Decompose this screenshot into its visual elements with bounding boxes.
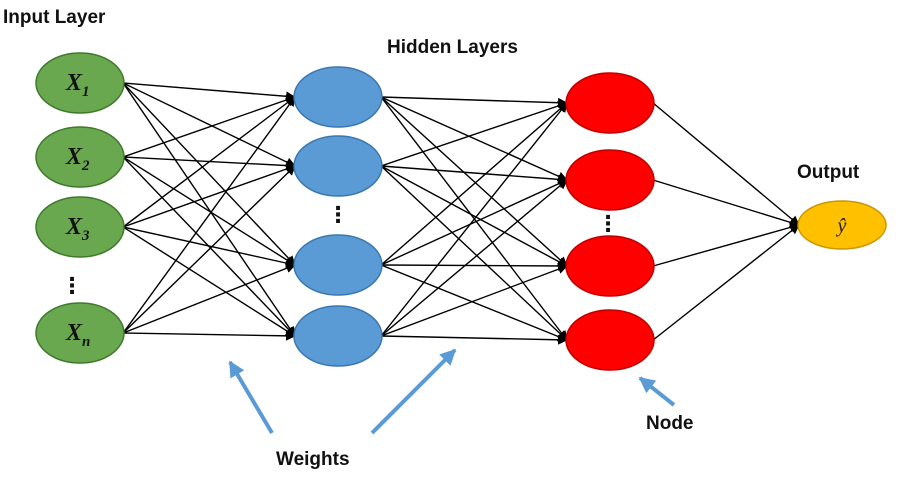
input-node-shape — [35, 302, 125, 364]
weight-edge-hidden1-1-to-hidden2-3 — [380, 96, 568, 267]
input-variable-subscript: n — [82, 334, 90, 350]
weight-edge-input-3-to-hidden1-1 — [122, 96, 296, 228]
weight-edge-hidden1-4-to-hidden2-3 — [380, 264, 568, 337]
hidden2-node-shape — [565, 72, 655, 134]
hidden1-node-shape — [293, 135, 383, 197]
hidden-layers-label: Hidden Layers — [387, 37, 518, 58]
input-variable-base: X — [65, 144, 83, 170]
hidden1-node-4 — [293, 305, 383, 367]
weight-edge-input-1-to-hidden1-1 — [123, 82, 296, 102]
weight-edge-input-4-to-hidden1-4 — [123, 330, 296, 341]
weight-edge-hidden1-1-to-hidden2-2 — [380, 96, 568, 181]
hidden1-node-shape — [293, 66, 383, 128]
weight-edge-hidden1-3-to-hidden2-1 — [380, 102, 568, 266]
weight-edge-input-3-to-hidden1-4 — [122, 226, 296, 337]
hidden1-node-1 — [293, 66, 383, 128]
input-node-4: Xn — [35, 302, 125, 364]
input-variable-base: X — [65, 320, 83, 346]
input-node-shape — [35, 196, 125, 258]
input-variable-subscript: 2 — [81, 158, 90, 174]
weight-edge-hidden1-2-to-hidden2-1 — [380, 101, 568, 167]
weight-edge-hidden1-3-to-hidden2-4 — [380, 264, 568, 342]
weight-edge-hidden1-2-to-hidden2-2 — [381, 165, 568, 185]
weight-edge-hidden1-3-to-hidden2-3 — [381, 261, 568, 271]
weight-edge-hidden2-4-to-output-1 — [652, 224, 800, 341]
weight-edge-input-3-to-hidden1-3 — [122, 226, 296, 268]
node-arrow — [638, 376, 676, 407]
weights-arrow-right — [370, 348, 457, 435]
weights-arrow-left — [228, 360, 274, 435]
weight-edge-hidden1-3-to-hidden2-2 — [380, 179, 568, 266]
hidden-layer-1-ellipsis: ⋮ — [327, 202, 349, 227]
weight-edge-input-2-to-hidden1-3 — [122, 156, 296, 266]
hidden1-node-shape — [293, 234, 383, 296]
weight-edge-input-1-to-hidden1-3 — [122, 82, 296, 266]
weight-edge-input-4-to-hidden1-3 — [122, 263, 296, 334]
input-node-3: X3 — [35, 196, 125, 258]
weight-edge-input-4-to-hidden1-2 — [122, 165, 296, 334]
weight-edge-hidden1-2-to-hidden2-4 — [380, 165, 568, 341]
weight-edge-input-1-to-hidden1-2 — [122, 82, 296, 167]
weight-edge-hidden2-3-to-output-1 — [652, 222, 800, 267]
input-layer-label: Input Layer — [3, 7, 106, 28]
input-variable-subscript: 1 — [82, 84, 90, 100]
weight-edge-hidden1-2-to-hidden2-3 — [380, 165, 568, 267]
hidden2-node-shape — [565, 149, 655, 211]
input-node-shape — [35, 52, 125, 114]
annotation-arrows — [228, 348, 676, 435]
hidden2-node-shape — [565, 235, 655, 297]
weight-edge-hidden2-1-to-output-1 — [652, 102, 800, 226]
input-variable-base: X — [65, 214, 83, 240]
input-variable-label: X1 — [65, 70, 90, 100]
hidden1-node-3 — [293, 234, 383, 296]
weight-edge-input-4-to-hidden1-1 — [122, 96, 296, 334]
hidden2-node-2 — [565, 149, 655, 211]
input-variable-label: X3 — [65, 214, 90, 244]
weight-edge-input-2-to-hidden1-1 — [122, 95, 296, 158]
weight-edge-input-3-to-hidden1-2 — [122, 164, 296, 228]
connection-edges — [122, 82, 800, 345]
input-variable-subscript: 3 — [81, 228, 90, 244]
weight-edge-hidden2-2-to-output-1 — [652, 179, 800, 228]
hidden2-node-3 — [565, 235, 655, 297]
hidden1-node-shape — [293, 305, 383, 367]
input-variable-label: X2 — [65, 144, 90, 174]
output-label: Output — [797, 162, 860, 183]
output-node-1: ŷ — [797, 200, 887, 250]
hidden-layer-2-ellipsis: ⋮ — [597, 211, 619, 236]
weight-edge-hidden1-4-to-hidden2-4 — [381, 334, 568, 345]
output-symbol: ŷ — [836, 215, 847, 237]
weights-label: Weights — [276, 449, 350, 470]
input-variable-base: X — [65, 70, 83, 96]
input-node-2: X2 — [35, 126, 125, 188]
weight-edge-input-1-to-hidden1-4 — [122, 82, 296, 337]
weight-edge-hidden1-1-to-hidden2-1 — [381, 96, 568, 108]
weight-edge-hidden1-4-to-hidden2-2 — [380, 179, 568, 337]
hidden2-node-1 — [565, 72, 655, 134]
input-variable-label: Xn — [65, 320, 90, 350]
hidden2-node-4 — [565, 309, 655, 371]
input-node-shape — [35, 126, 125, 188]
hidden2-node-shape — [565, 309, 655, 371]
node-label: Node — [646, 413, 694, 434]
input-node-1: X1 — [35, 52, 125, 114]
input-ellipsis: ⋮ — [61, 273, 83, 298]
output-node-shape — [797, 200, 887, 250]
hidden1-node-2 — [293, 135, 383, 197]
weight-edge-hidden1-4-to-hidden2-1 — [380, 102, 568, 337]
